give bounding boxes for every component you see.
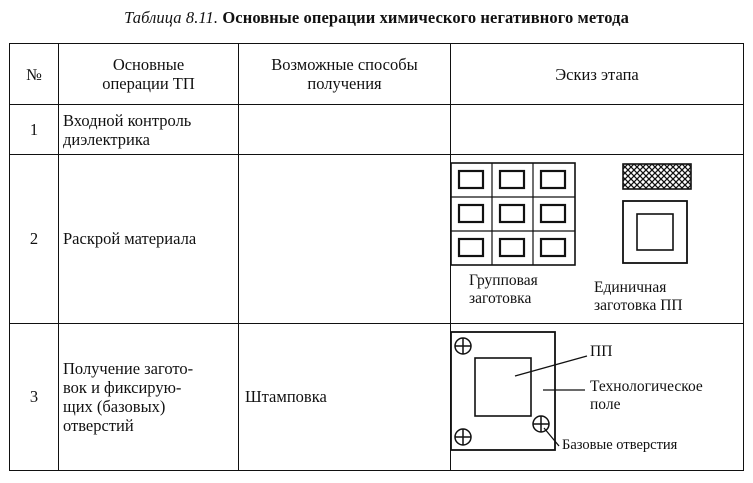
technological-field bbox=[451, 330, 556, 451]
base-hole bbox=[454, 336, 472, 355]
cutting-drawing bbox=[451, 162, 692, 267]
tech-field-label: Технологическое поле bbox=[590, 377, 703, 413]
caption-title: Основные операции химического негативног… bbox=[222, 8, 629, 27]
cutting-sketch-cell: Групповая заготовка Единичная заготовка … bbox=[450, 154, 744, 324]
table-row: 1 Входной контроль диэлектрика bbox=[9, 104, 744, 156]
blank-drawing bbox=[451, 330, 588, 451]
row-number: 2 bbox=[9, 154, 59, 324]
blank-sketch-cell: ПП Технологическое поле Базовые отверсти… bbox=[450, 322, 744, 472]
single-blank bbox=[622, 200, 688, 265]
header-row: № Основные операции ТП Возможные способы… bbox=[9, 42, 744, 106]
hatched-sample bbox=[622, 163, 692, 191]
row-operation: Раскрой материала bbox=[58, 154, 239, 324]
group-blank-label: Групповая заготовка bbox=[469, 272, 538, 308]
base-hole bbox=[454, 427, 472, 446]
row-method: Штамповка bbox=[238, 322, 451, 472]
table-caption: Таблица 8.11. Основные операции химическ… bbox=[0, 8, 753, 28]
table-row: 2 Раскрой материала bbox=[9, 154, 744, 324]
pp-label: ПП bbox=[590, 342, 613, 360]
table-row: 3 Получение загото- вок и фиксирую- щих … bbox=[9, 322, 744, 472]
header-operations: Основные операции ТП bbox=[58, 42, 239, 106]
cutting-sketch: Групповая заготовка Единичная заготовка … bbox=[451, 155, 744, 323]
single-blank-label: Единичная заготовка ПП bbox=[594, 279, 683, 315]
leader-lines bbox=[514, 355, 588, 447]
header-methods: Возможные способы получения bbox=[238, 42, 451, 106]
row-method bbox=[238, 104, 451, 156]
row-number: 1 bbox=[9, 104, 59, 156]
base-hole bbox=[532, 414, 550, 433]
row-number: 3 bbox=[9, 322, 59, 472]
header-sketch: Эскиз этапа bbox=[450, 42, 744, 106]
caption-label: Таблица 8.11. bbox=[124, 8, 219, 27]
row-sketch-empty bbox=[450, 104, 744, 156]
pp-area bbox=[474, 356, 532, 417]
row-method bbox=[238, 154, 451, 324]
row-operation: Получение загото- вок и фиксирую- щих (б… bbox=[58, 322, 239, 472]
blank-sketch: ПП Технологическое поле Базовые отверсти… bbox=[451, 324, 744, 471]
operations-table: № Основные операции ТП Возможные способы… bbox=[9, 42, 744, 472]
header-num: № bbox=[9, 42, 59, 106]
base-holes-label: Базовые отверстия bbox=[562, 436, 678, 453]
group-blank-grid bbox=[451, 162, 576, 267]
row-operation: Входной контроль диэлектрика bbox=[58, 104, 239, 156]
